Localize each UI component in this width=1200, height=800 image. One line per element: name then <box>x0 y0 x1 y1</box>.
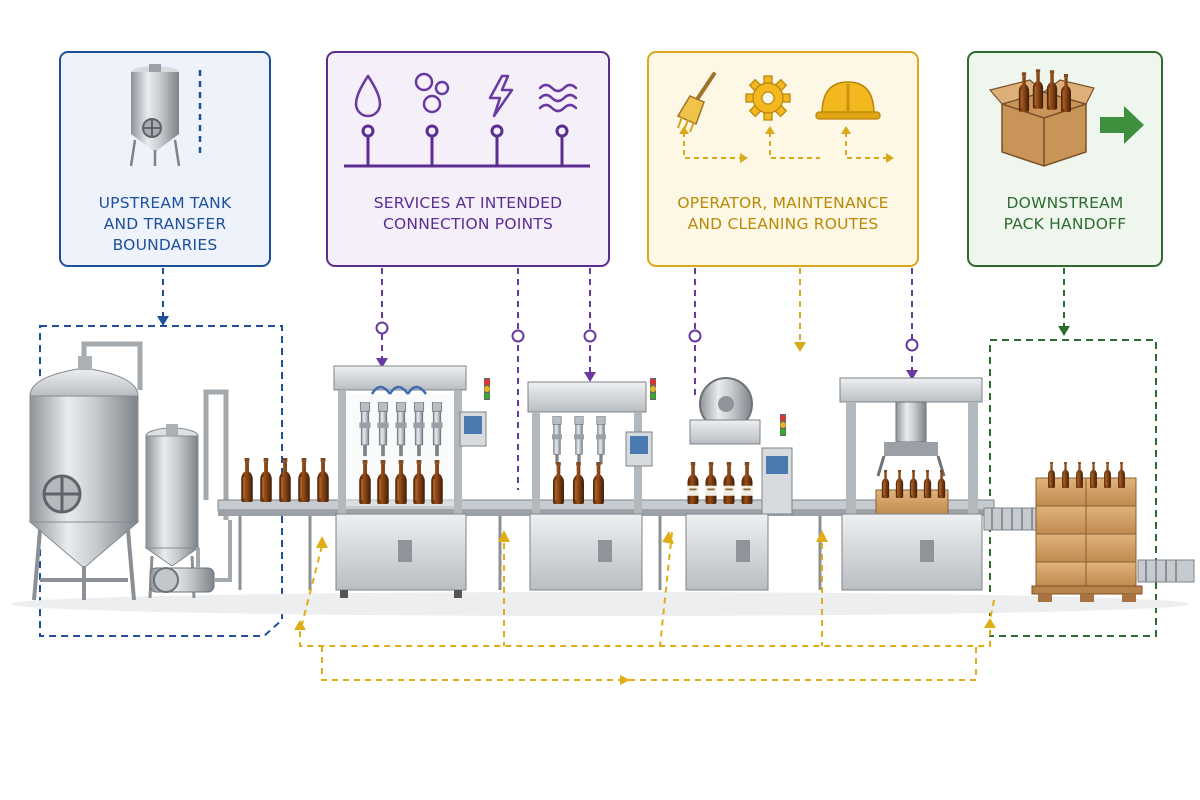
upstream-label-line-2: AND TRANSFER <box>103 215 227 233</box>
downstream-label: DOWNSTREAM PACK HANDOFF <box>968 193 1162 235</box>
callout-box-services <box>326 51 610 267</box>
case-packer-machine <box>839 377 983 591</box>
infeed-bottles <box>241 458 329 502</box>
air-waves-icon <box>538 83 578 113</box>
upstream-label-line-1: UPSTREAM TANK <box>98 194 232 212</box>
labeler-machine <box>685 377 793 591</box>
gas-bubbles-icon <box>414 72 434 92</box>
services-icons <box>354 72 578 118</box>
services-label-line-2: CONNECTION POINTS <box>382 215 553 233</box>
services-label: SERVICES AT INTENDED CONNECTION POINTS <box>327 193 609 235</box>
downstream-label-line-2: PACK HANDOFF <box>1003 215 1127 233</box>
capper-machine <box>527 378 656 591</box>
operator-label: OPERATOR, MAINTENANCE AND CLEANING ROUTE… <box>648 193 918 235</box>
downstream-label-line-1: DOWNSTREAM <box>1006 194 1124 212</box>
downstream-boundary-zone <box>989 339 1157 637</box>
operator-route-loop <box>299 531 995 681</box>
fermentation-tank <box>28 341 143 601</box>
hard-hat-icon <box>815 81 881 120</box>
cleaning-brush-icon <box>676 72 716 133</box>
bottle-case-icon <box>988 69 1095 167</box>
operator-label-line-1: OPERATOR, MAINTENANCE <box>677 194 889 212</box>
electricity-icon <box>488 74 514 118</box>
bright-tank <box>144 389 229 599</box>
operator-label-line-2: AND CLEANING ROUTES <box>687 215 879 233</box>
conveyor <box>217 499 995 590</box>
services-manifold <box>344 124 590 168</box>
water-drop-icon <box>354 74 382 118</box>
transfer-pump <box>149 520 232 593</box>
callout-box-upstream <box>59 51 271 267</box>
route-arrows-icon <box>683 132 886 159</box>
arrow-right-icon <box>1100 106 1144 144</box>
upstream-label-line-3: BOUNDARIES <box>112 236 218 254</box>
roller-conveyor <box>983 507 1195 583</box>
pallet-stack <box>1031 462 1143 602</box>
storage-tank-icon <box>129 64 181 167</box>
upstream-label: UPSTREAM TANK AND TRANSFER BOUNDARIES <box>60 193 270 256</box>
services-label-line-1: SERVICES AT INTENDED <box>373 194 563 212</box>
gear-icon <box>745 75 791 121</box>
filler-machine <box>333 365 490 598</box>
